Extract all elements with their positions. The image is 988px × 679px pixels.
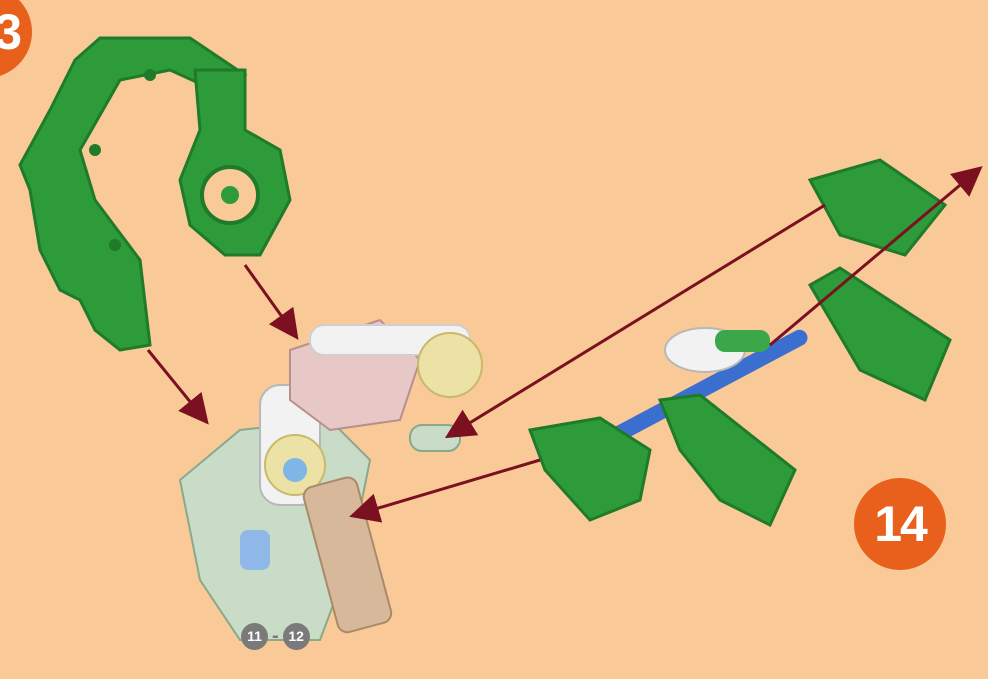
- reference-separator: -: [272, 625, 279, 648]
- reference-step-from: 11: [241, 623, 268, 650]
- green-piece-right-top: [810, 160, 945, 255]
- reference-steps: 11 - 12: [241, 622, 310, 650]
- central-assembly: [180, 320, 482, 640]
- current-step-number: 14: [874, 495, 926, 553]
- previous-step-number: 3: [0, 3, 22, 61]
- blue-rod-subassembly: [530, 327, 810, 525]
- green-round-piece-top: [180, 70, 290, 255]
- reference-step-to: 12: [283, 623, 310, 650]
- current-step-badge: 14: [854, 478, 946, 570]
- green-piece-right-mid: [810, 268, 950, 400]
